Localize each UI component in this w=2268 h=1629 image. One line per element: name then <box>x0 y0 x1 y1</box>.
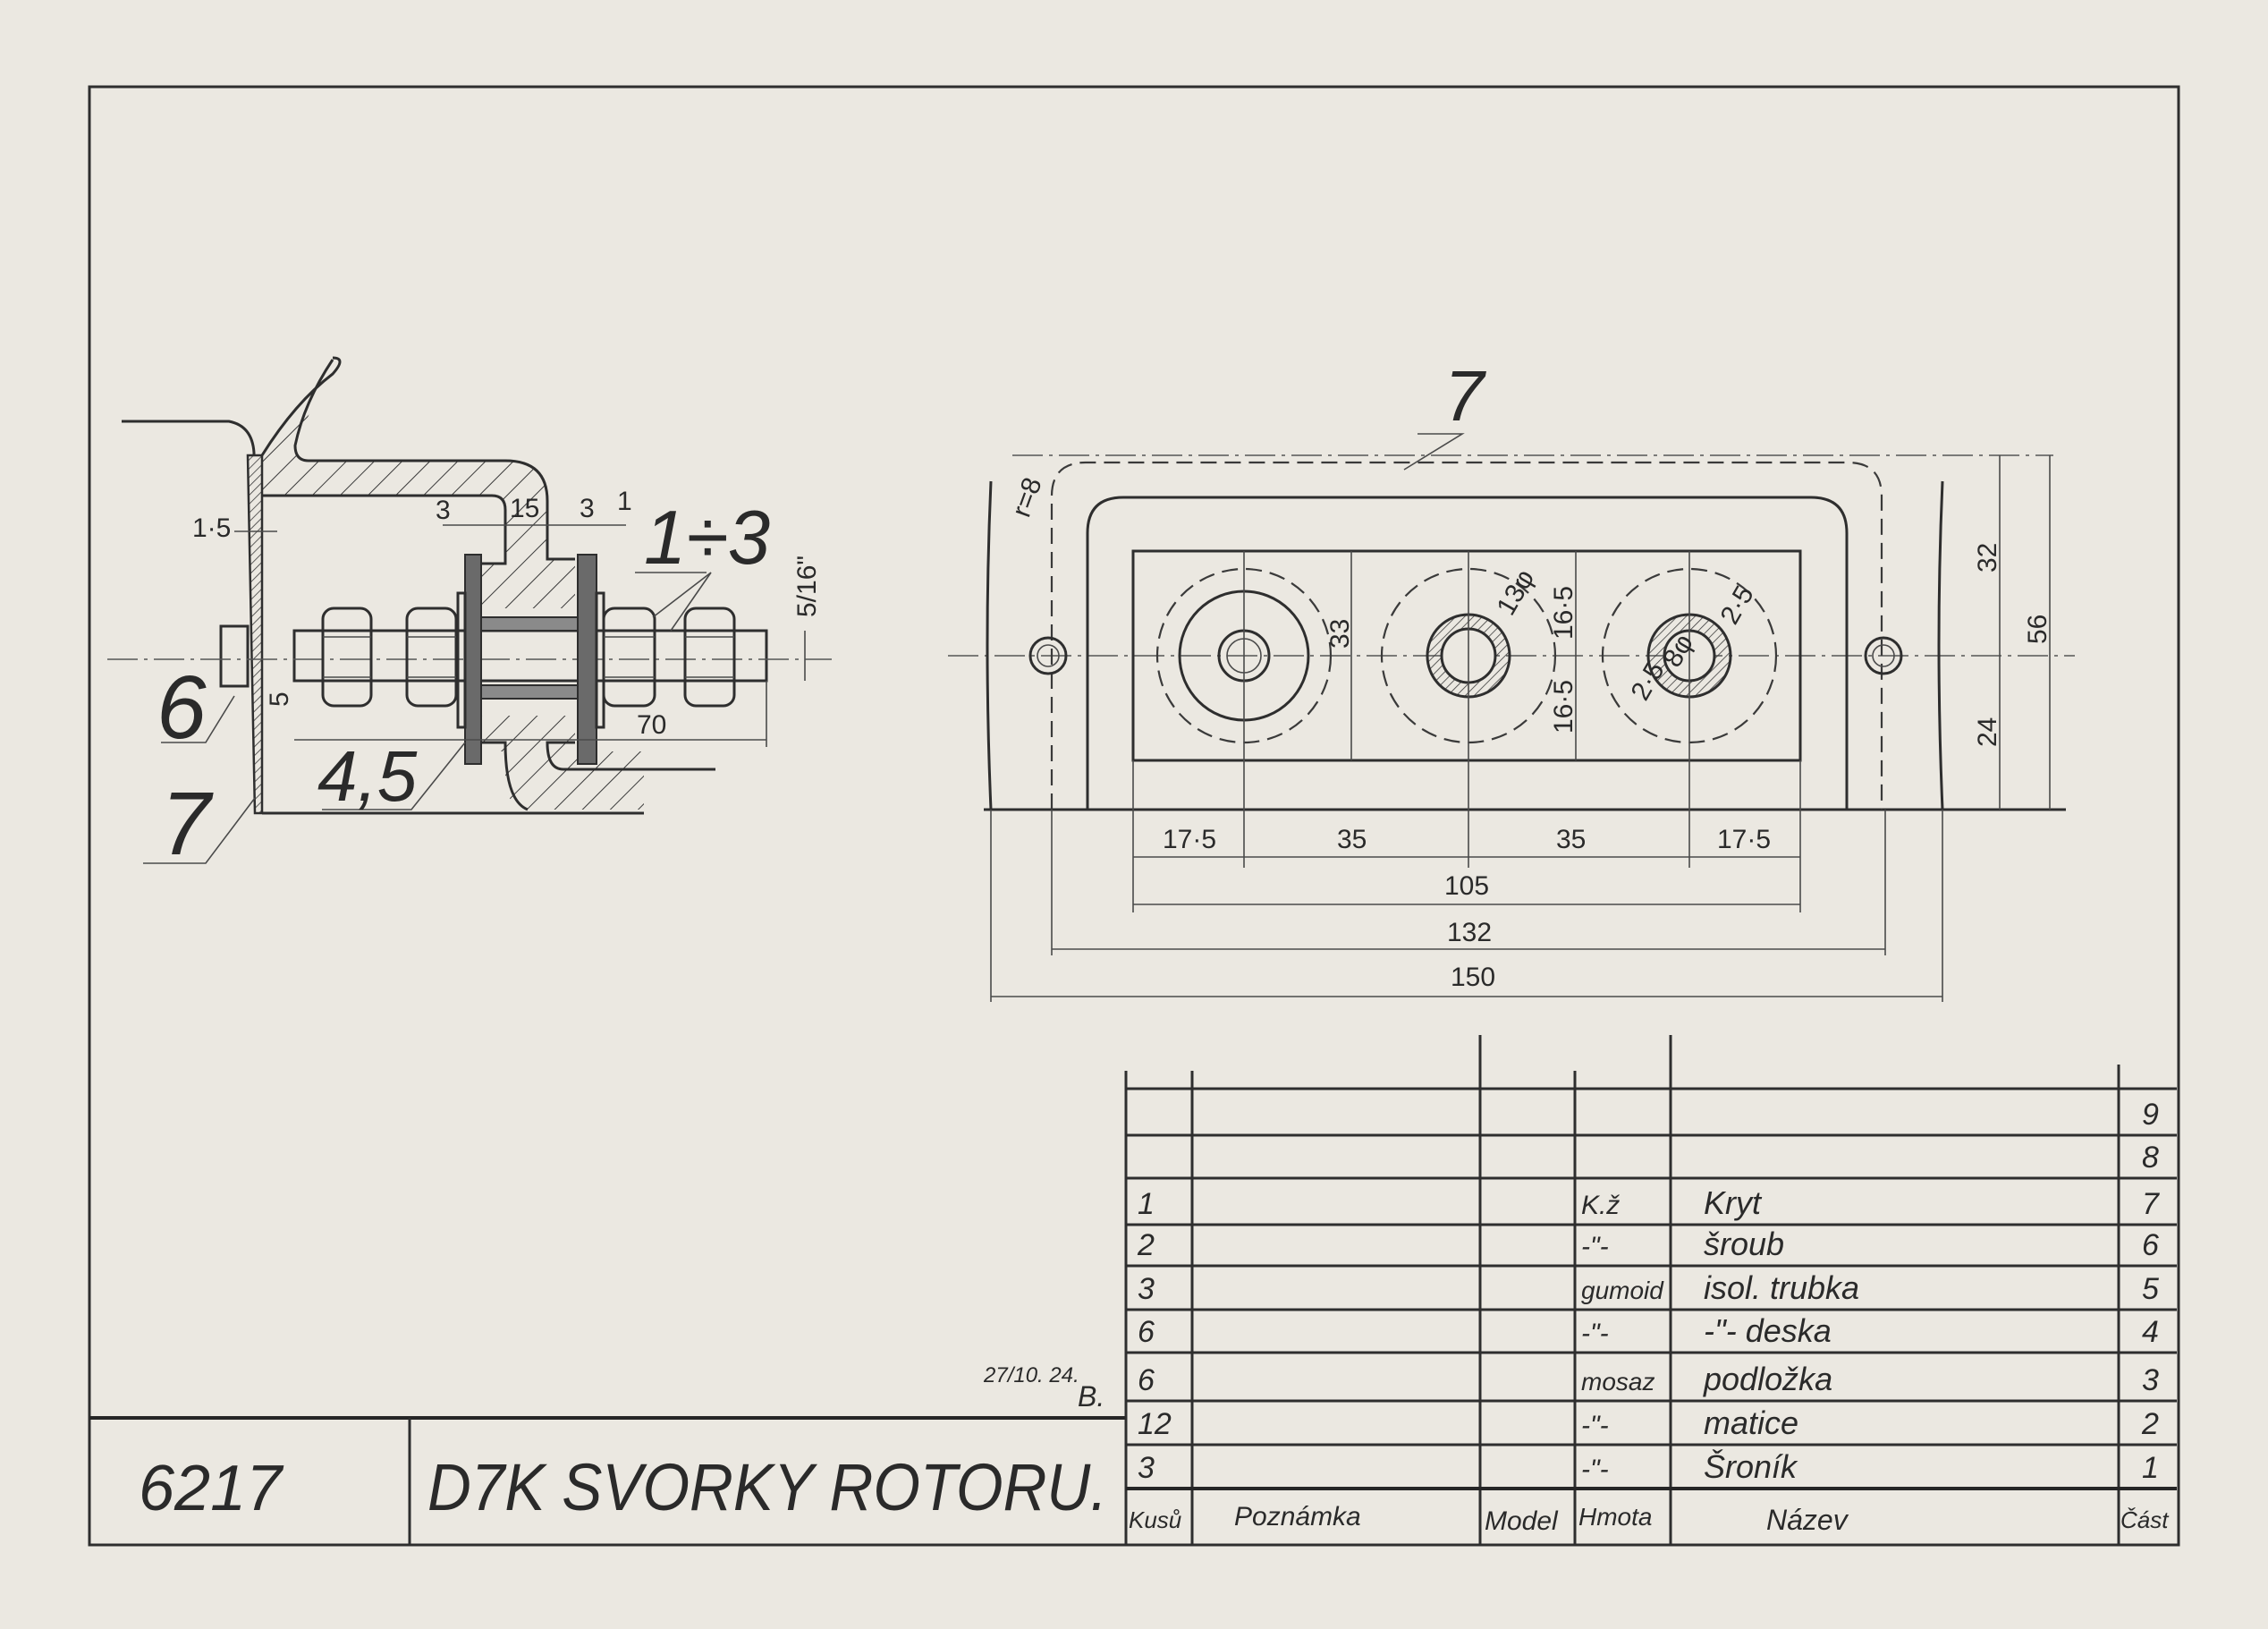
signature: B. <box>1078 1380 1104 1413</box>
label-parts-1-3: 1÷3 <box>644 496 770 581</box>
dim-wall: 1·5 <box>192 513 231 543</box>
dim-bolt-length: 70 <box>637 710 666 740</box>
sheet-border <box>88 85 2180 1547</box>
dim-thread: 5/16" <box>792 556 822 617</box>
dim-edge-left: 17·5 <box>1163 825 1216 854</box>
dim-plate: 15 <box>510 494 539 523</box>
dim-gap: 1 <box>617 487 632 516</box>
table-cell-hmota: -"- <box>1581 1411 1609 1440</box>
dim-upper-height: 32 <box>1973 543 2002 573</box>
section-view: 6 7 4,5 1÷3 1·5 3 15 3 1 70 5/16" 5 <box>107 356 832 874</box>
table-cell-cast: 4 <box>2142 1315 2159 1349</box>
table-cell-hmota: -"- <box>1581 1232 1609 1261</box>
table-cell-hmota: -"- <box>1581 1319 1609 1348</box>
dim-lower-height: 24 <box>1973 717 2002 747</box>
dim-hole-dia: 13φ <box>1491 564 1540 620</box>
label-part-6: 6 <box>157 658 207 758</box>
table-cell-cast: 9 <box>2142 1098 2159 1132</box>
table-cell-kusu: 1 <box>1138 1187 1155 1221</box>
dim-pitch-1: 35 <box>1337 825 1367 854</box>
header-model: Model <box>1485 1506 1559 1536</box>
dim-washer-right: 3 <box>580 494 595 523</box>
table-cell-cast: 1 <box>2142 1451 2159 1485</box>
header-kusu: Kusů <box>1129 1506 1181 1533</box>
parts-table: Kusů Poznámka Model Hmota Název Část 9 8 1… <box>1124 1035 2177 1545</box>
table-cell-kusu: 6 <box>1138 1315 1155 1349</box>
table-cell-kusu: 3 <box>1138 1272 1155 1306</box>
dim-overall-width: 150 <box>1451 963 1495 992</box>
front-view: 7 r=8 33 13φ 16·5 16·5 2·5 2·5 8φ 17·5 3… <box>948 356 2075 1002</box>
table-cell-hmota: -"- <box>1581 1455 1609 1484</box>
table-cell-nazev: šroub <box>1704 1226 1784 1262</box>
header-nazev: Název <box>1766 1504 1849 1536</box>
dim-overall-height: 56 <box>2023 615 2052 644</box>
dim-tube-wall: 2·5 <box>1714 581 1759 629</box>
dim-edge-right: 17·5 <box>1717 825 1771 854</box>
table-cell-nazev: -"- deska <box>1704 1312 1832 1349</box>
dim-plate-height: 33 <box>1325 619 1355 649</box>
label-parts-4-5: 4,5 <box>317 736 418 816</box>
table-cell-cast: 3 <box>2142 1363 2159 1397</box>
table-cell-cast: 6 <box>2142 1228 2159 1262</box>
table-cell-hmota: K.ž <box>1581 1191 1620 1220</box>
dim-screw: 5 <box>265 691 294 707</box>
table-cell-hmota: mosaz <box>1581 1368 1654 1396</box>
table-cell-nazev: podložka <box>1703 1361 1832 1397</box>
table-cell-cast: 7 <box>2142 1187 2160 1221</box>
table-cell-nazev: Kryt <box>1704 1184 1763 1221</box>
label-part-7: 7 <box>161 774 214 874</box>
dim-radius: r=8 <box>1007 474 1048 522</box>
header-poznamka: Poznámka <box>1234 1502 1361 1531</box>
table-cell-kusu: 2 <box>1137 1228 1155 1262</box>
table-cell-hmota: gumoid <box>1581 1277 1664 1304</box>
nut <box>405 607 458 708</box>
dim-pitch-2: 35 <box>1556 825 1586 854</box>
table-cell-cast: 5 <box>2142 1272 2159 1306</box>
header-cast: Část <box>2120 1506 2170 1533</box>
table-cell-nazev: isol. trubka <box>1704 1269 1859 1306</box>
dim-inner-width: 132 <box>1447 918 1492 947</box>
nut <box>602 607 656 708</box>
table-cell-cast: 2 <box>2141 1407 2159 1441</box>
table-cell-kusu: 12 <box>1138 1407 1172 1441</box>
drawing-number: 6217 <box>139 1453 284 1524</box>
nut <box>683 607 736 708</box>
table-cell-nazev: matice <box>1704 1404 1798 1441</box>
table-cell-cast: 8 <box>2142 1141 2159 1175</box>
header-hmota: Hmota <box>1578 1503 1652 1531</box>
dim-half-upper: 16·5 <box>1549 586 1578 640</box>
dim-washer-left: 3 <box>436 496 451 525</box>
dim-plate-width: 105 <box>1444 871 1489 901</box>
drawing-title: D7K SVORKY ROTORU. <box>427 1450 1107 1524</box>
date-note: 27/10. 24. <box>983 1363 1079 1387</box>
title-block: 6217 D7K SVORKY ROTORU. 27/10. 24. B. <box>89 1363 1126 1545</box>
nut <box>321 607 373 708</box>
table-cell-kusu: 6 <box>1138 1363 1155 1397</box>
label-part-7-front: 7 <box>1444 356 1486 436</box>
dim-half-lower: 16·5 <box>1549 680 1578 734</box>
table-cell-kusu: 3 <box>1138 1451 1155 1485</box>
table-cell-nazev: Šroník <box>1704 1448 1798 1485</box>
